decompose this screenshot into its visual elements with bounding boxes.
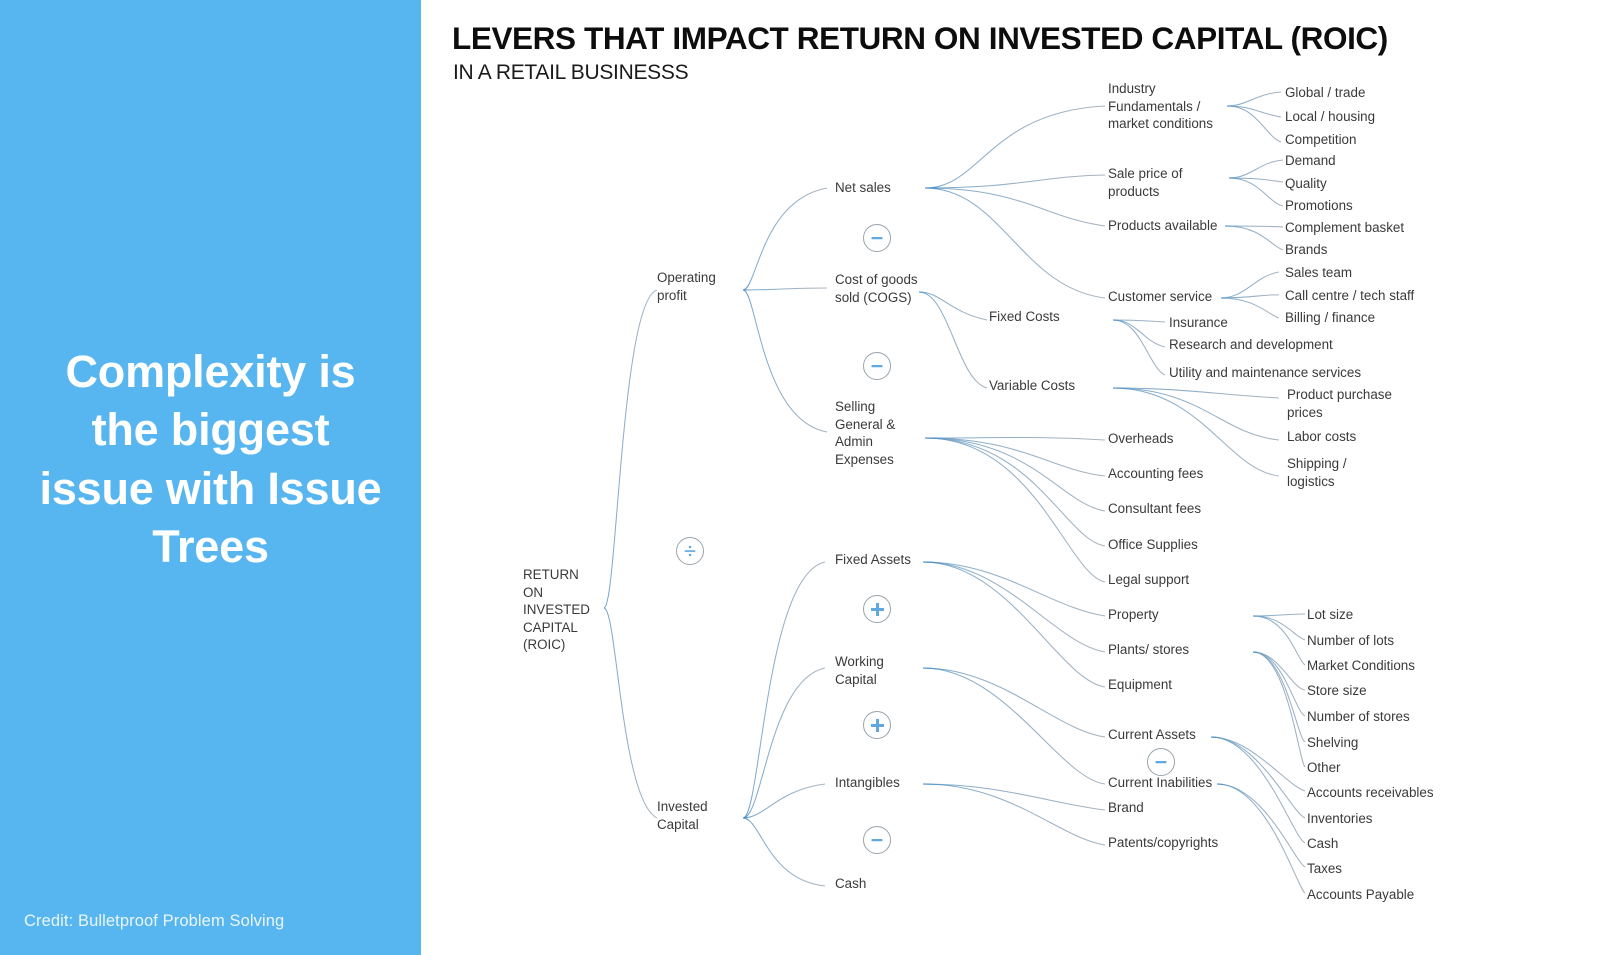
node-invested-capital[interactable]: Invested Capital (657, 799, 708, 832)
node-brand[interactable]: Brand (1108, 800, 1144, 815)
node-sga-expenses[interactable]: Selling General & Admin Expenses (835, 399, 896, 467)
node-call-centre[interactable]: Call centre / tech staff (1285, 288, 1415, 303)
minus-icon-current-assets-liabilities[interactable] (1147, 748, 1175, 776)
node-legal-support[interactable]: Legal support (1108, 572, 1190, 587)
node-research-development[interactable]: Research and development (1169, 337, 1333, 352)
node-market-conditions[interactable]: Market Conditions (1307, 658, 1415, 673)
node-fixed-costs[interactable]: Fixed Costs (989, 309, 1060, 324)
issue-tree: RETURN ON INVESTED CAPITAL (ROIC) Operat… (421, 0, 1600, 955)
node-consultant-fees[interactable]: Consultant fees (1108, 501, 1202, 516)
node-current-inabilities[interactable]: Current Inabilities (1108, 775, 1213, 790)
plus-icon-working-intangibles[interactable] (863, 711, 891, 739)
node-fixed-assets[interactable]: Fixed Assets (835, 552, 911, 567)
node-number-of-lots[interactable]: Number of lots (1307, 633, 1395, 648)
node-labor-costs[interactable]: Labor costs (1287, 429, 1357, 444)
node-operating-profit[interactable]: Operating profit (657, 270, 716, 303)
node-utility-maintenance[interactable]: Utility and maintenance services (1169, 365, 1362, 380)
node-insurance[interactable]: Insurance (1169, 315, 1228, 330)
node-billing-finance[interactable]: Billing / finance (1285, 310, 1376, 325)
node-overheads[interactable]: Overheads (1108, 431, 1174, 446)
node-intangibles[interactable]: Intangibles (835, 775, 900, 790)
node-industry-fundamentals[interactable]: Industry Fundamentals / market condition… (1108, 81, 1213, 131)
node-shelving[interactable]: Shelving (1307, 735, 1359, 750)
minus-icon-intangibles-cash[interactable] (863, 826, 891, 854)
node-promotions[interactable]: Promotions (1285, 198, 1353, 213)
node-local-housing[interactable]: Local / housing (1285, 109, 1376, 124)
node-equipment[interactable]: Equipment (1108, 677, 1173, 692)
node-quality[interactable]: Quality (1285, 176, 1327, 191)
node-product-purchase-prices[interactable]: Product purchase prices (1287, 387, 1392, 420)
divide-icon[interactable] (676, 537, 704, 565)
node-patents-copyrights[interactable]: Patents/copyrights (1108, 835, 1219, 850)
node-accounts-payable[interactable]: Accounts Payable (1307, 887, 1415, 902)
promo-headline: Complexity is the biggest issue with Iss… (39, 345, 382, 573)
node-plants-stores[interactable]: Plants/ stores (1108, 642, 1190, 657)
node-store-size[interactable]: Store size (1307, 683, 1367, 698)
node-number-of-stores[interactable]: Number of stores (1307, 709, 1410, 724)
page-subtitle: IN A RETAIL BUSINESSS (453, 61, 689, 84)
page-title: LEVERS THAT IMPACT RETURN ON INVESTED CA… (452, 20, 1388, 56)
minus-icon-cogs-sga[interactable] (863, 352, 891, 380)
node-products-available[interactable]: Products available (1108, 218, 1218, 233)
node-working-capital[interactable]: Working Capital (835, 654, 884, 687)
node-net-sales[interactable]: Net sales (835, 180, 891, 195)
node-sale-price[interactable]: Sale price of products (1108, 166, 1183, 199)
node-accounting-fees[interactable]: Accounting fees (1108, 466, 1204, 481)
node-cash-leaf[interactable]: Cash (1307, 836, 1339, 851)
node-shipping-logistics[interactable]: Shipping / logistics (1287, 456, 1347, 489)
node-lot-size[interactable]: Lot size (1307, 607, 1354, 622)
credit-label: Credit: Bulletproof Problem Solving (24, 912, 285, 930)
node-office-supplies[interactable]: Office Supplies (1108, 537, 1198, 552)
node-brands[interactable]: Brands (1285, 242, 1328, 257)
node-competition[interactable]: Competition (1285, 132, 1357, 147)
node-demand[interactable]: Demand (1285, 153, 1336, 168)
node-taxes[interactable]: Taxes (1307, 861, 1342, 876)
node-current-assets[interactable]: Current Assets (1108, 727, 1196, 742)
node-inventories[interactable]: Inventories (1307, 811, 1373, 826)
left-promo-panel: Complexity is the biggest issue with Iss… (0, 0, 421, 955)
node-global-trade[interactable]: Global / trade (1285, 85, 1366, 100)
minus-icon-net-sales-cogs[interactable] (863, 224, 891, 252)
node-customer-service[interactable]: Customer service (1108, 289, 1213, 304)
node-sales-team[interactable]: Sales team (1285, 265, 1352, 280)
node-other[interactable]: Other (1307, 760, 1341, 775)
node-cash-branch[interactable]: Cash (835, 876, 867, 891)
node-property[interactable]: Property (1108, 607, 1159, 622)
plus-icon-fixed-working[interactable] (863, 595, 891, 623)
node-root[interactable]: RETURN ON INVESTED CAPITAL (ROIC) (523, 567, 590, 652)
node-accounts-receivables[interactable]: Accounts receivables (1307, 785, 1434, 800)
node-cogs[interactable]: Cost of goods sold (COGS) (835, 272, 918, 305)
node-complement-basket[interactable]: Complement basket (1285, 220, 1405, 235)
node-variable-costs[interactable]: Variable Costs (989, 378, 1076, 393)
